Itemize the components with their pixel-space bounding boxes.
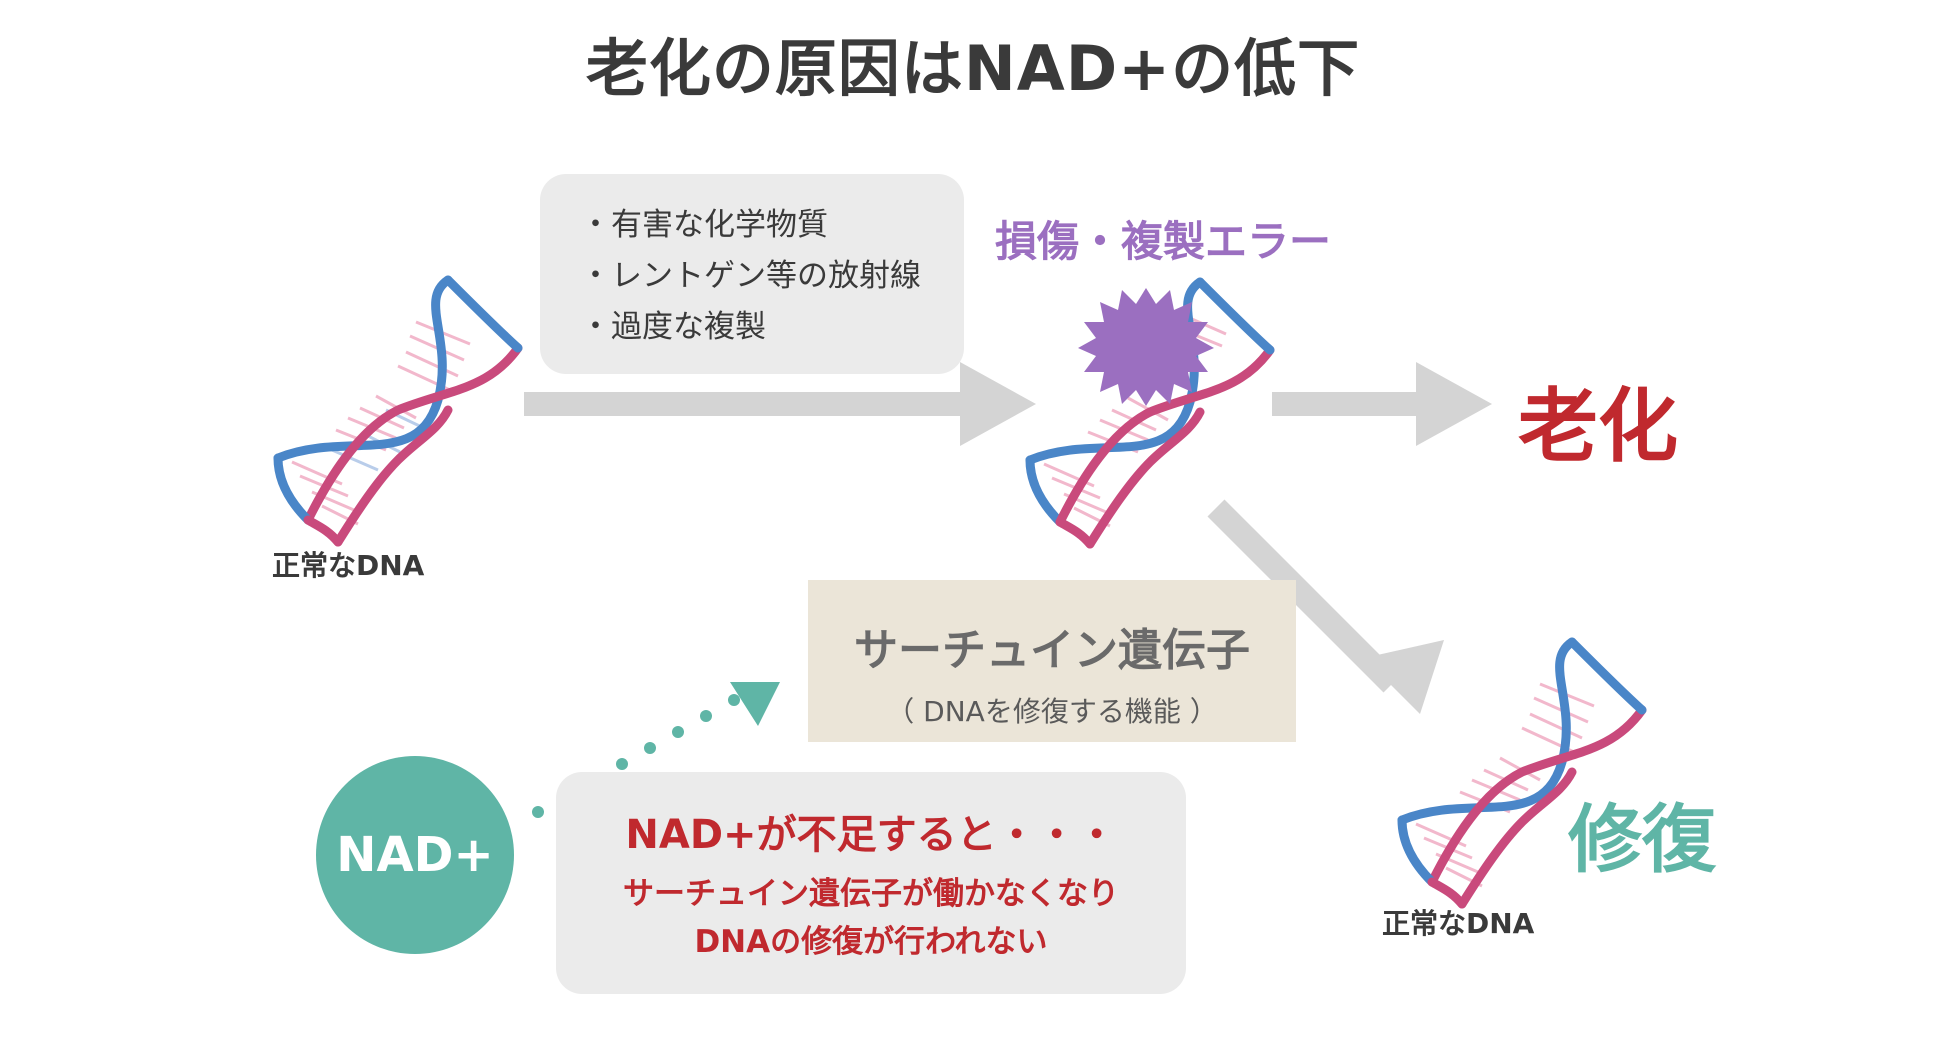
damage-label: 損傷・複製エラー <box>995 217 1332 266</box>
page-title: 老化の原因はNAD+の低下 <box>585 32 1361 105</box>
sirtuin-box: サーチュイン遺伝子 （ DNAを修復する機能 ） <box>808 580 1296 742</box>
warning-headline: NAD+が不足すると・・・ <box>625 812 1117 858</box>
nad-label: NAD+ <box>336 827 494 883</box>
arrow-normal-to-damaged <box>524 362 1036 446</box>
cause-item: ・レントゲン等の放射線 <box>580 258 921 294</box>
arrow-damaged-to-repair <box>1207 499 1444 714</box>
causes-box: ・有害な化学物質 ・レントゲン等の放射線 ・過度な複製 <box>540 174 964 374</box>
dna-helix-normal-right <box>1397 637 1647 909</box>
aging-label: 老化 <box>1518 380 1678 473</box>
warning-line: DNAの修復が行われない <box>694 924 1048 960</box>
dna-helix-normal-left <box>273 275 523 547</box>
warning-box: NAD+が不足すると・・・ サーチュイン遺伝子が働かなくなり DNAの修復が行わ… <box>556 772 1186 994</box>
cause-item: ・過度な複製 <box>580 309 766 345</box>
warning-line: サーチュイン遺伝子が働かなくなり <box>623 876 1119 912</box>
normal-dna-label-right: 正常なDNA <box>1382 907 1535 940</box>
sirtuin-subtitle: （ DNAを修復する機能 ） <box>886 695 1218 728</box>
nad-circle: NAD+ <box>316 756 514 954</box>
normal-dna-label-left: 正常なDNA <box>272 549 425 582</box>
repair-label: 修復 <box>1568 797 1716 883</box>
arrow-damaged-to-aging <box>1272 362 1492 446</box>
sirtuin-title: サーチュイン遺伝子 <box>854 625 1250 676</box>
damage-burst-icon <box>1078 288 1214 406</box>
cause-item: ・有害な化学物質 <box>580 207 828 243</box>
